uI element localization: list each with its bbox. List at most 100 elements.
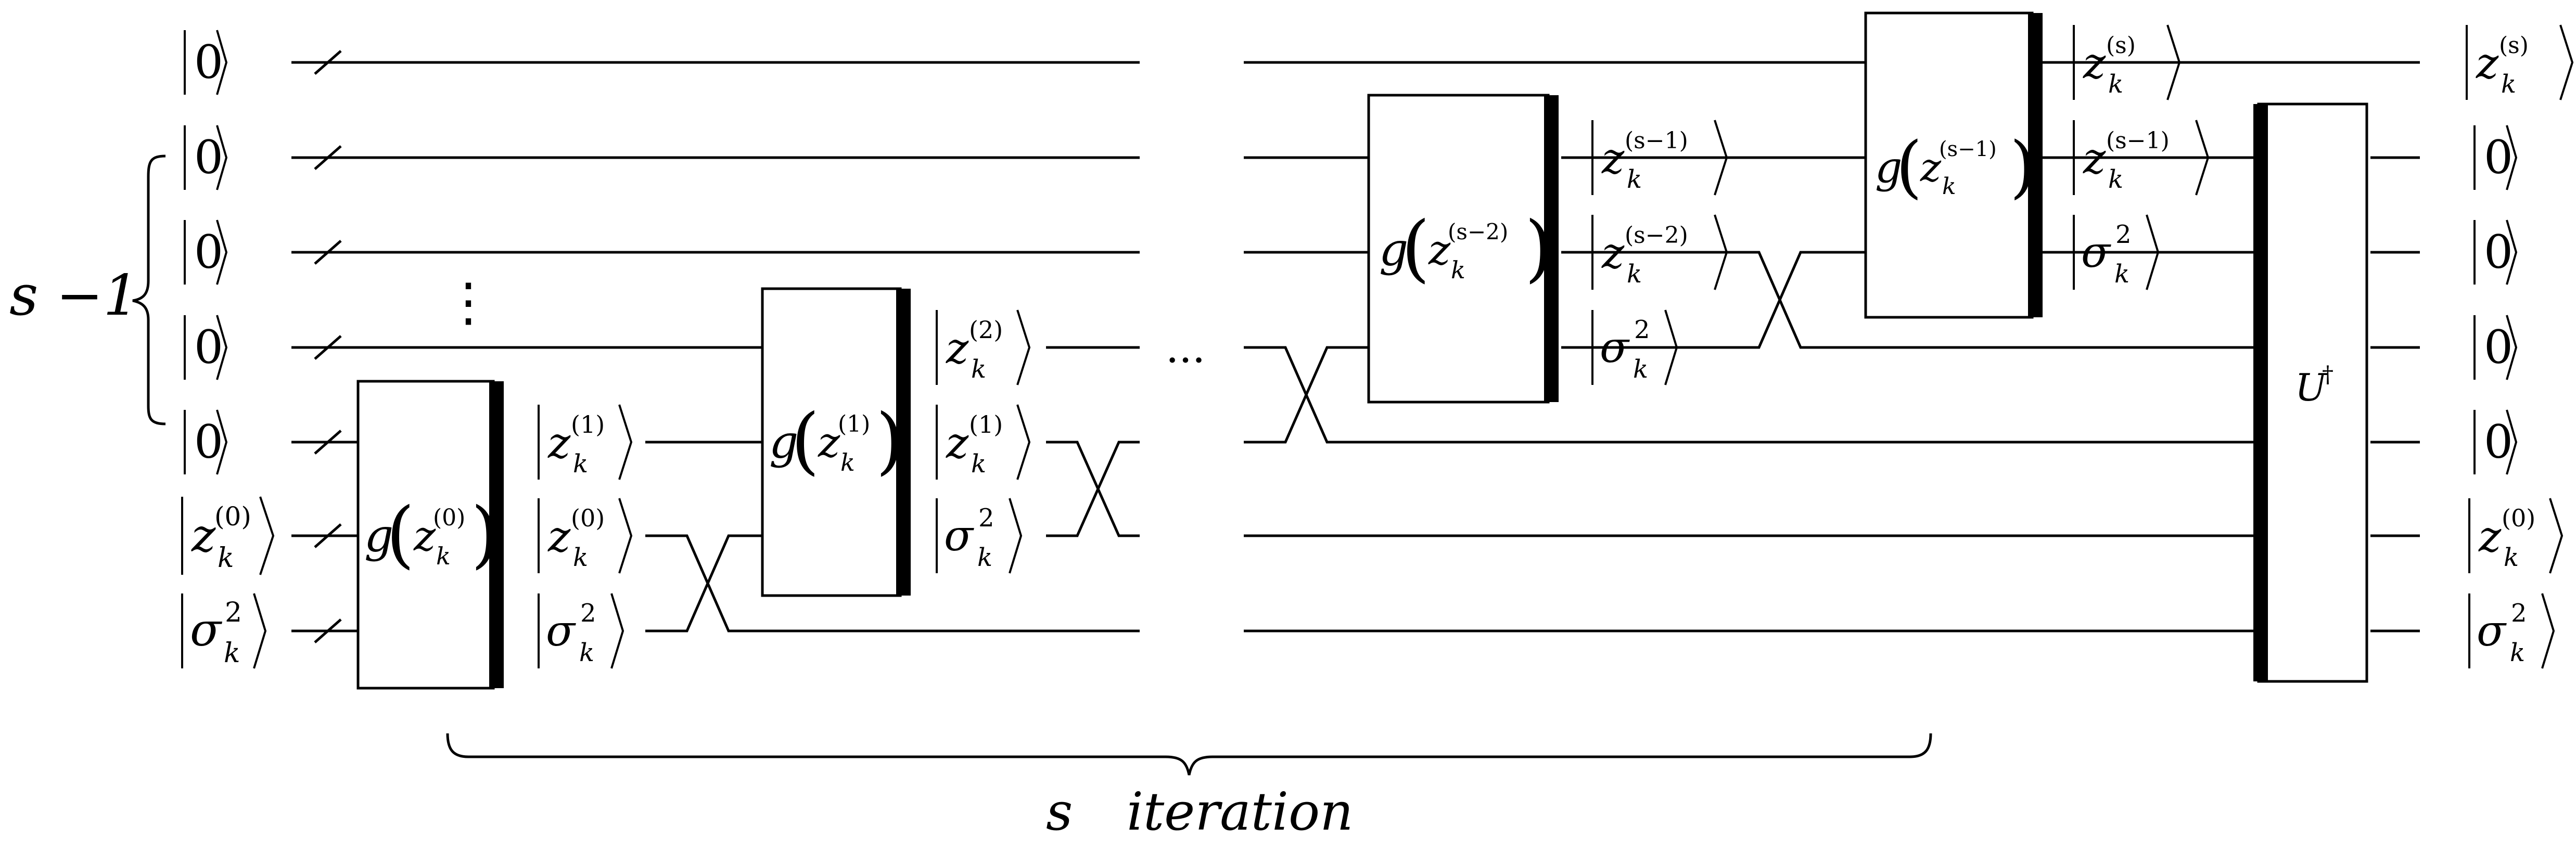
svg-text:): ) xyxy=(2010,127,2036,206)
svg-text:k: k xyxy=(579,638,594,667)
svg-text:k: k xyxy=(840,448,855,476)
svg-text:σ: σ xyxy=(546,606,576,656)
svg-text:k: k xyxy=(2510,638,2525,667)
svg-text:z: z xyxy=(2478,512,2502,562)
svg-text:σ: σ xyxy=(1600,323,1630,372)
svg-text:z: z xyxy=(2083,134,2106,184)
wires xyxy=(291,61,2420,632)
svg-text:(1): (1) xyxy=(838,411,870,437)
svg-text:g: g xyxy=(1875,143,1903,192)
svg-text:k: k xyxy=(1942,173,1956,200)
svg-text:σ: σ xyxy=(944,511,974,561)
svg-text:(1): (1) xyxy=(571,410,605,438)
swap4-b xyxy=(1749,251,1866,349)
svg-text:2: 2 xyxy=(225,597,242,628)
kets-after-g0: z k (1) z k (0) σ k 2 xyxy=(538,404,633,669)
svg-text:(0): (0) xyxy=(571,504,605,532)
svg-text:k: k xyxy=(218,543,234,574)
vertical-dots: ⋮ xyxy=(442,272,494,332)
svg-text:z: z xyxy=(547,419,571,468)
gate-g1: g ( z k (1) ) xyxy=(761,287,911,597)
svg-text:z: z xyxy=(818,418,840,467)
svg-text:0: 0 xyxy=(2484,320,2513,374)
svg-text:z: z xyxy=(547,512,571,562)
svg-text:(1): (1) xyxy=(969,410,1003,438)
swap2-a xyxy=(1062,441,1140,537)
svg-text:z: z xyxy=(2083,39,2106,88)
input-ket-row4: 0 xyxy=(184,314,227,381)
svg-text:(s): (s) xyxy=(2499,32,2529,59)
svg-text:g: g xyxy=(364,509,393,562)
svg-text:): ) xyxy=(876,398,904,483)
svg-text:z: z xyxy=(191,509,216,562)
svg-text:z: z xyxy=(1428,226,1451,274)
svg-text:U: U xyxy=(2295,366,2328,409)
svg-text:z: z xyxy=(946,324,969,373)
svg-text:k: k xyxy=(971,449,986,479)
svg-text:k: k xyxy=(1633,355,1648,384)
svg-text:0: 0 xyxy=(194,320,223,374)
output-ket-row3: 0 xyxy=(2473,219,2517,286)
svg-text:(0): (0) xyxy=(214,501,251,532)
swap2-b xyxy=(1062,441,1140,537)
svg-text:k: k xyxy=(977,543,992,572)
svg-text:(s−1): (s−1) xyxy=(2106,127,2170,154)
output-ket-row2: 0 xyxy=(2473,124,2517,191)
svg-text:2: 2 xyxy=(1634,315,1650,344)
output-ket-row4: 0 xyxy=(2473,314,2517,381)
svg-text:k: k xyxy=(1451,256,1465,284)
input-kets: 0 0 0 0 0 z k (0) σ xyxy=(181,29,275,669)
iteration-label-text: iteration xyxy=(1127,781,1354,842)
svg-text:σ: σ xyxy=(190,603,223,656)
gate-u-dagger: U † xyxy=(2253,102,2368,683)
svg-text:(s−1): (s−1) xyxy=(1625,127,1688,154)
svg-text:): ) xyxy=(1525,206,1553,291)
svg-text:k: k xyxy=(573,543,588,572)
register-slashes xyxy=(314,50,342,643)
svg-text:z: z xyxy=(1601,229,1625,278)
svg-text:σ: σ xyxy=(2081,228,2111,277)
svg-text:z: z xyxy=(413,512,436,560)
svg-text:z: z xyxy=(1920,144,1942,190)
svg-text:k: k xyxy=(1627,165,1642,194)
brace-s-minus-1: s −1 xyxy=(9,154,166,425)
svg-text:z: z xyxy=(946,419,969,468)
svg-text:2: 2 xyxy=(2511,599,2527,628)
svg-text:(s−2): (s−2) xyxy=(1448,219,1508,244)
svg-text:(s−2): (s−2) xyxy=(1625,222,1688,249)
svg-text:σ: σ xyxy=(2477,606,2507,656)
svg-text:k: k xyxy=(436,542,451,570)
kets-after-g1: z k (2) z k (1) σ k 2 xyxy=(936,309,1031,574)
svg-text:0: 0 xyxy=(194,35,223,89)
svg-text:(0): (0) xyxy=(2502,504,2535,532)
svg-text:(: ( xyxy=(1401,206,1430,291)
svg-text:): ) xyxy=(471,492,500,577)
svg-text:2: 2 xyxy=(580,599,596,628)
output-ket-row5: 0 xyxy=(2473,409,2517,475)
svg-text:(: ( xyxy=(791,398,820,483)
svg-text:0: 0 xyxy=(194,415,223,469)
svg-text:k: k xyxy=(2501,70,2516,99)
output-kets: z k (s) 0 0 0 0 z k (0) xyxy=(2466,24,2574,669)
output-ket-row7: σ k 2 xyxy=(2468,593,2555,669)
svg-text:k: k xyxy=(573,449,588,479)
svg-text:0: 0 xyxy=(2484,131,2513,184)
svg-text:2: 2 xyxy=(2115,220,2132,249)
svg-text:0: 0 xyxy=(194,225,223,279)
svg-text:k: k xyxy=(1627,260,1642,289)
swap3-b xyxy=(1270,346,1369,444)
svg-text:(: ( xyxy=(1896,127,1922,206)
svg-text:(0): (0) xyxy=(433,505,465,531)
svg-text:†: † xyxy=(2322,362,2333,388)
svg-text:k: k xyxy=(2108,165,2123,194)
svg-text:k: k xyxy=(2504,543,2519,572)
svg-text:g: g xyxy=(769,415,798,469)
svg-text:z: z xyxy=(1601,134,1625,184)
svg-text:(s): (s) xyxy=(2106,32,2136,59)
svg-text:g: g xyxy=(1379,223,1408,276)
gate-g0: g ( z k (0) ) xyxy=(356,380,504,690)
input-ket-row1: 0 xyxy=(184,29,227,96)
svg-text:k: k xyxy=(971,355,986,384)
output-ket-row6: z k (0) xyxy=(2468,498,2564,574)
